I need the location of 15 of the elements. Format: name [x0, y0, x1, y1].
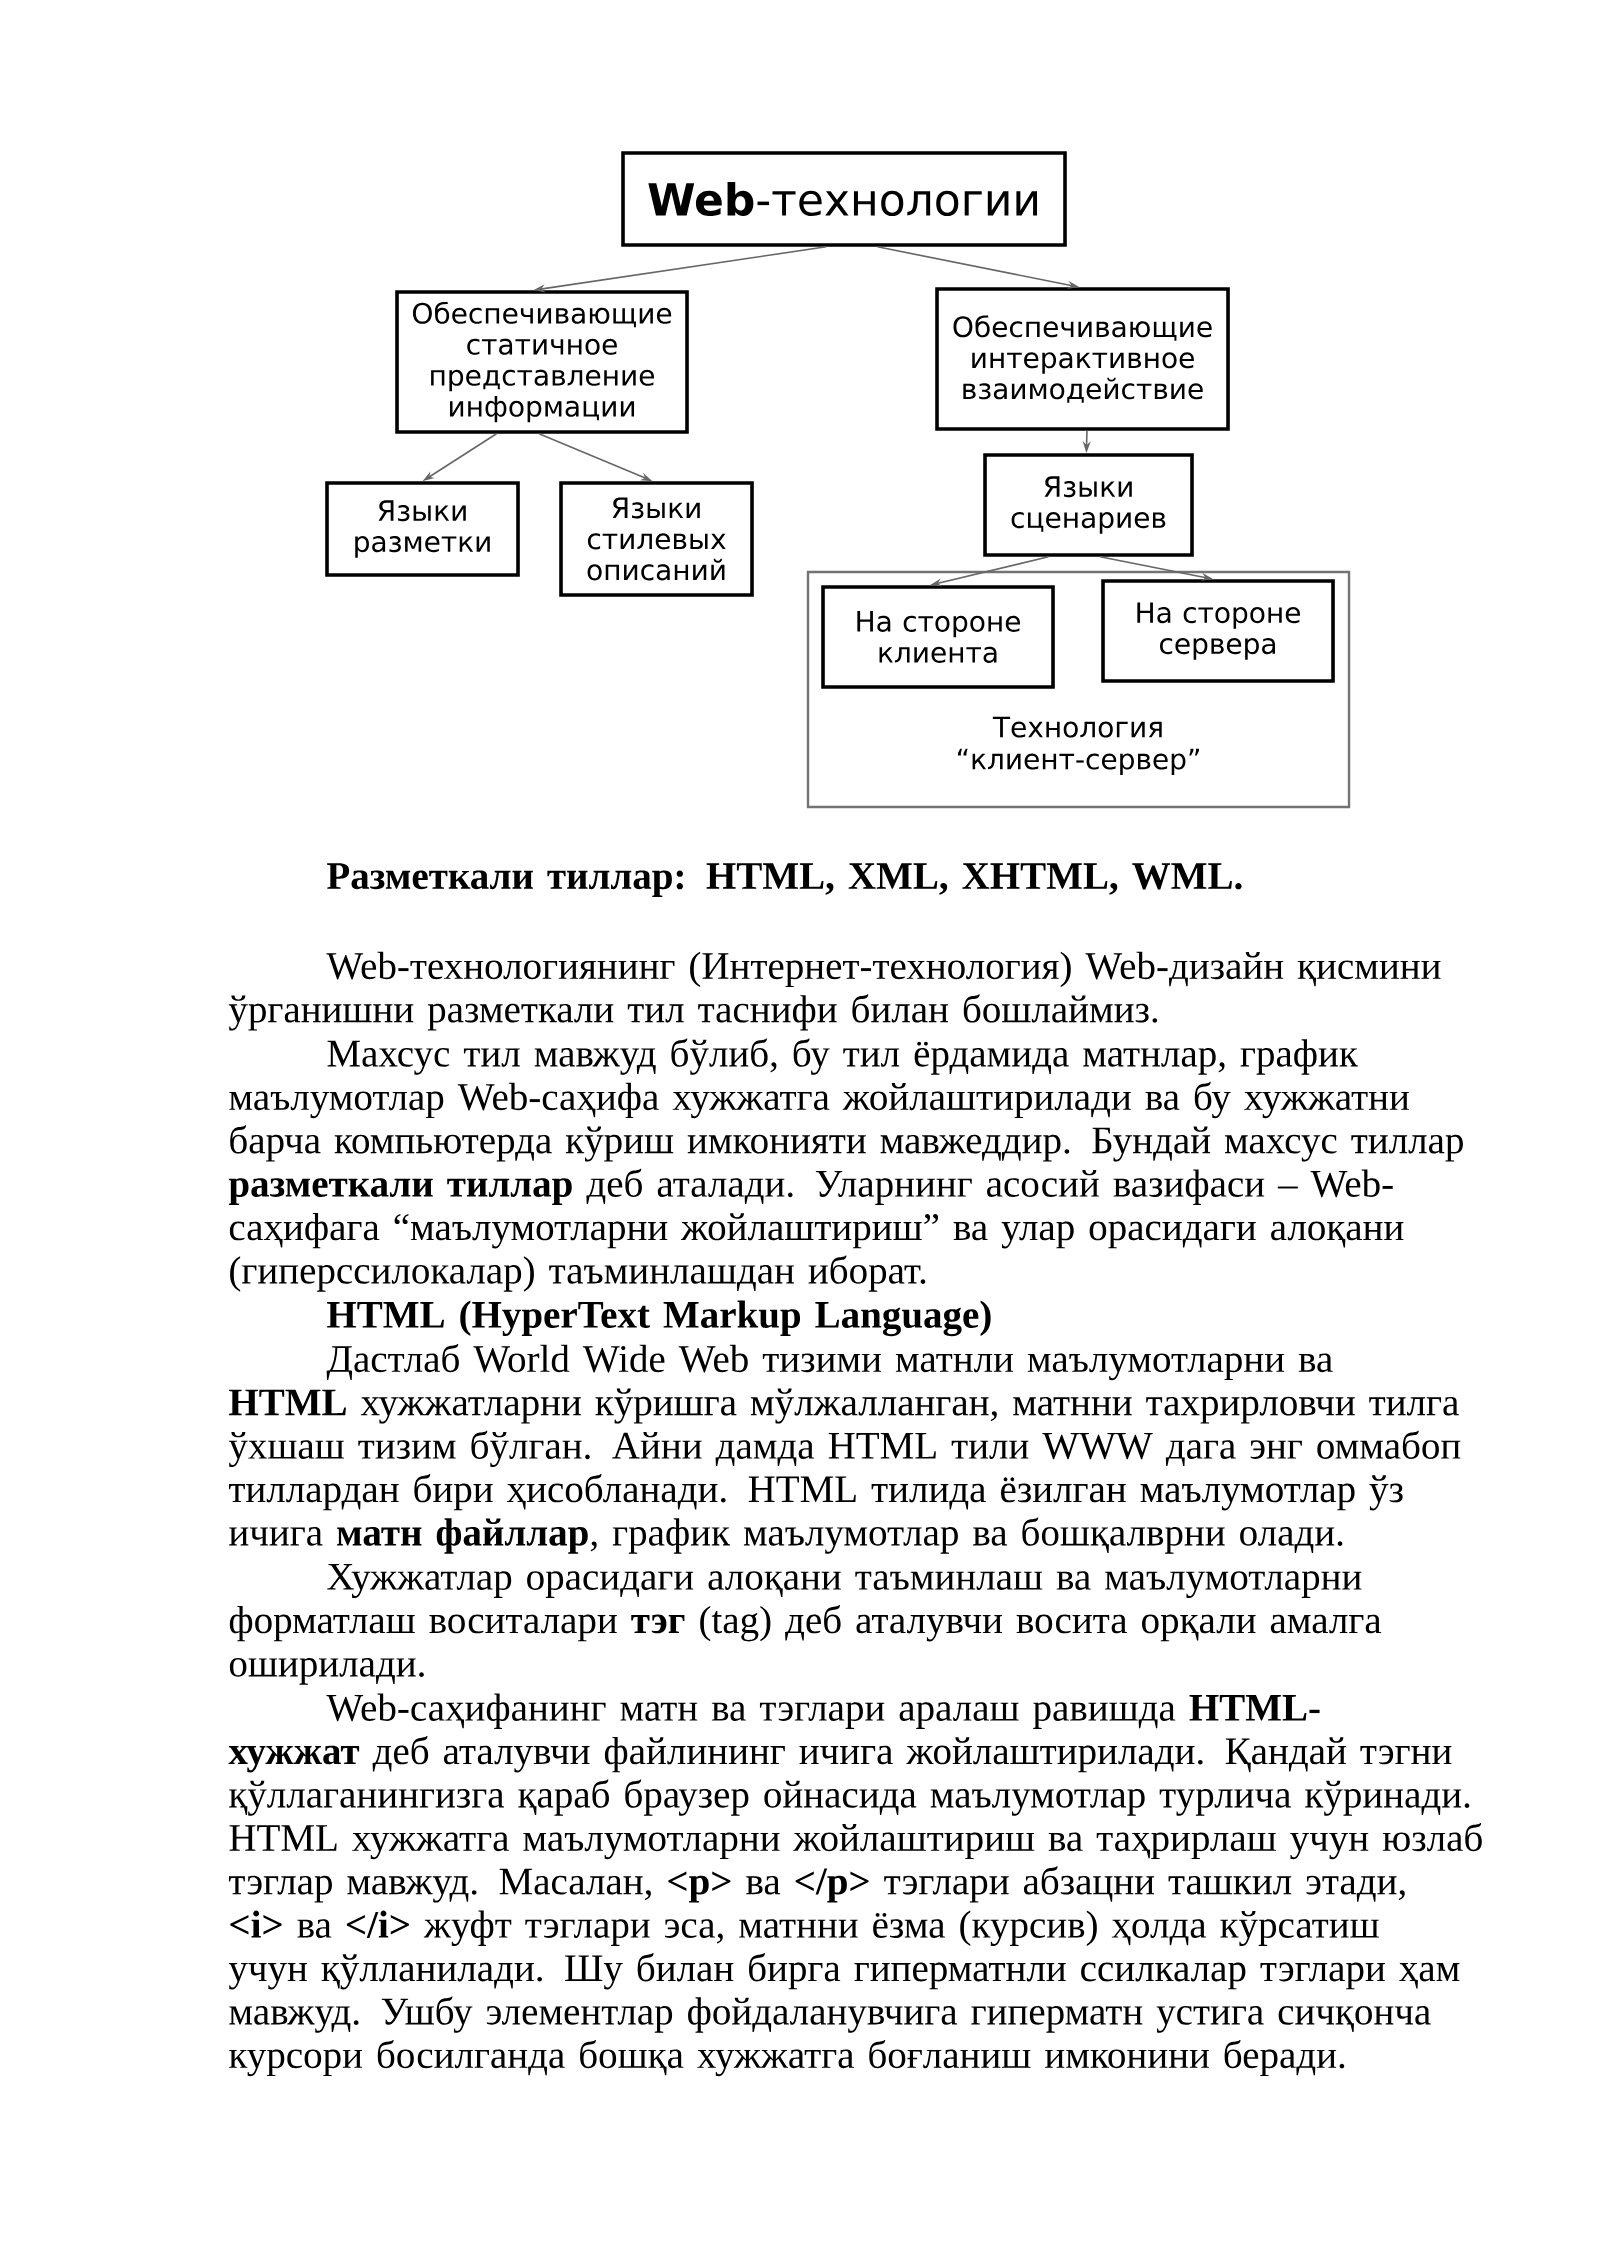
process-box: Языки сценариев: [983, 453, 1194, 557]
process-box: На стороне сервера: [1101, 579, 1335, 683]
paragraph: Web-технологиянинг (Интернет-технология) Web-дизайн қисмини ўрганишни разметкали тил таснифи билан бошлаймиз.: [228, 951, 1441, 1031]
process-box: Обеспечивающие статичное представление информации: [395, 290, 689, 434]
process-box: На стороне клиента: [821, 585, 1055, 689]
paragraph: Махсус тил мавжуд бўлиб, бу тил ёрдамида матнлар, график маълумотлар Web-саҳифа хужжатга жойлаштирилади ва бу хужжатни барча компьютерда кўриш имконияти мавжеддир. Бундай махсус тиллар разметкали тиллар деб аталади. Уларнинг асосий вазифаси – Web-саҳифага “маълумотларни жойлаштириш” ва улар орасидаги алоқани (гиперссилокалар) таъминлашдан иборат.: [228, 1038, 1463, 1292]
process-box: Обеспечивающие интерактивное взаимодействие: [935, 287, 1230, 431]
title-box: Web-технологии: [621, 151, 1067, 247]
paragraph: Дастлаб World Wide Web тизими матнли маълумотларни ва HTML хужжатларни кўришга мўлжалланган, матнни тахрирловчи тилга ўхшаш тизим бўлган. Айни дамда HTML тили WWW дага энг оммабоп тиллардан бири ҳисобланади. HTML тилида ёзилган маълумотлар ўз ичига матн файллар, график маълумотлар ва бошқалврни олади.: [228, 1343, 1461, 1554]
heading: HTML (HyperText Markup Language): [327, 1300, 991, 1337]
process-box: Языки разметки: [325, 481, 520, 577]
paragraph: Хужжатлар орасидаги алоқани таъминлаш ва маълумотларни форматлаш воситалари тэг (tag) деб аталувчи восита орқали амалга оширилади.: [229, 1564, 1382, 1685]
paragraph: Web-саҳифанинг матн ва тэглари аралаш равишда HTML-хужжат деб аталувчи файлининг ичига жойлаштирилади. Қандай тэгни қўллаганингизга қараб браузер ойнасида маълумотлар турлича кўринади. HTML хужжатга маълумотларни жойлаштириш ва таҳрирлаш учун юзлаб тэглар мавжуд. Масалан, <p> ва </p> тэглари абзацни ташкил этади, <i> ва </i> жуфт тэглари эса, матнни ёзма (курсив) ҳолда кўрсатиш учун қўлланилади. Шу билан бирга гиперматнли ссилкалар тэглари ҳам мавжуд. Ушбу элементлар фойдаланувчига гиперматн устига сичқонча курсори босилганда бошқа хужжатга боғланиш имконини беради.: [228, 1693, 1482, 2077]
process-box: Языки стилевых описаний: [559, 481, 754, 597]
heading: Разметкали тиллар: HTML, XML, XHTML, WML.: [327, 863, 1242, 898]
